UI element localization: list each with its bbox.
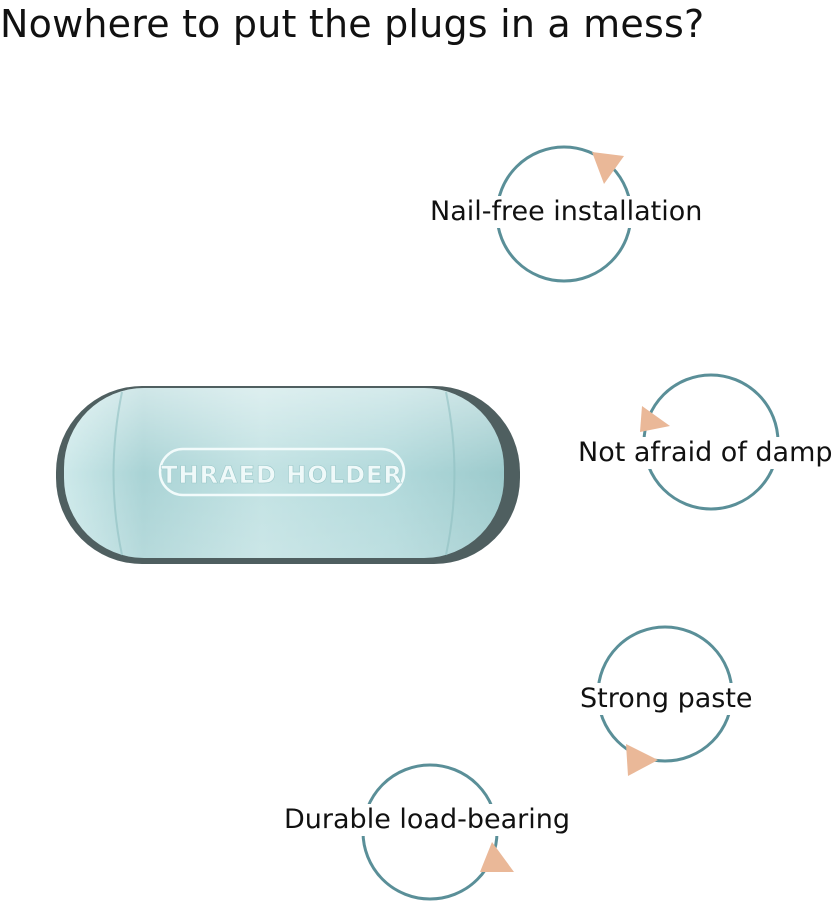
product-label: THRAED HOLDER — [161, 461, 403, 489]
feature-label-damp-proof: Not afraid of damp — [574, 437, 837, 470]
feature-label-durable: Durable load-bearing — [280, 804, 574, 837]
feature-label-strong-paste: Strong paste — [576, 683, 757, 716]
headline: Nowhere to put the plugs in a mess? — [0, 2, 705, 46]
feature-label-nail-free: Nail-free installation — [426, 196, 707, 229]
